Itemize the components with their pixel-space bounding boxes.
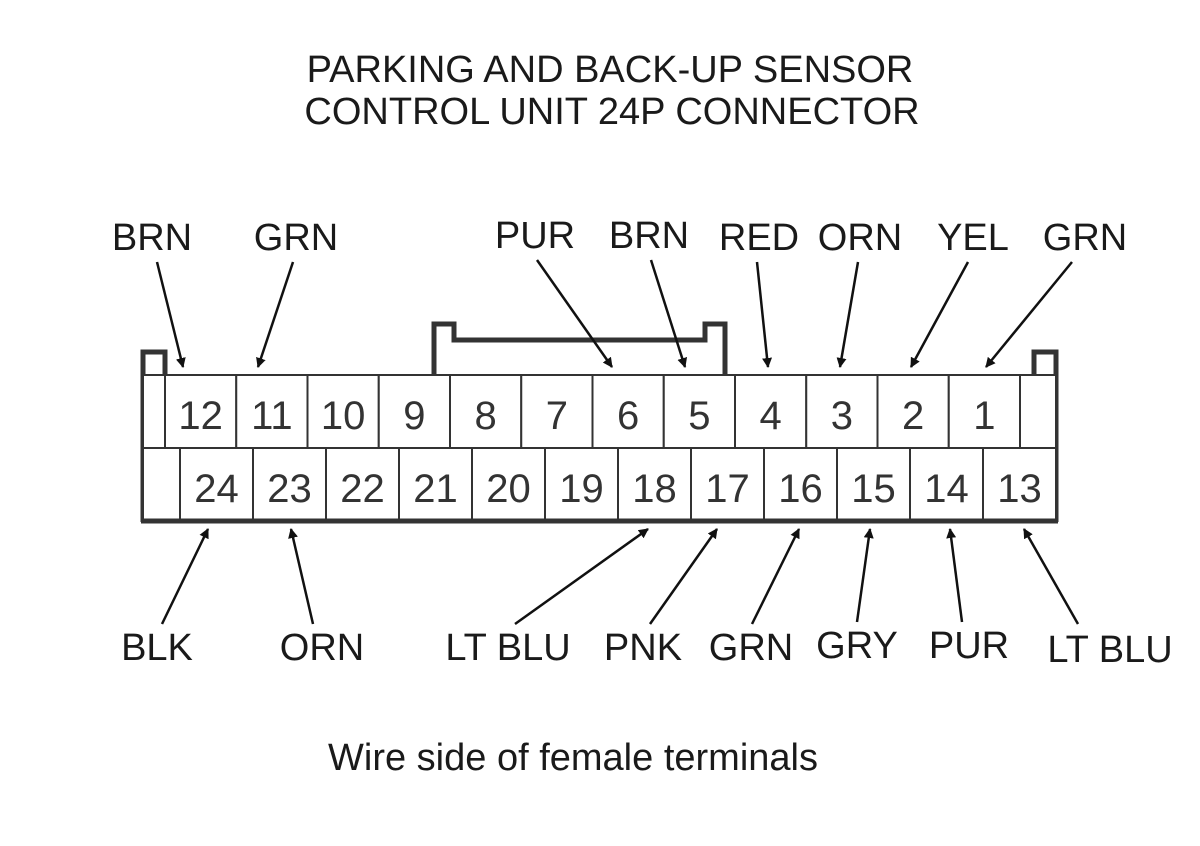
pin-number-4: 4: [760, 394, 782, 438]
pin-number-9: 9: [403, 394, 425, 438]
arrow-pin11: [256, 261, 295, 368]
pin-cell-22: [325, 447, 400, 522]
wire-label-pin18: LT BLU: [445, 627, 570, 669]
pin-cell-blank: [142, 447, 181, 522]
wire-label-pin12: BRN: [112, 217, 192, 259]
arrow-pin5: [649, 259, 688, 368]
top-wire-callouts: BRN GRN PUR BRN RED ORN YEL GRN: [112, 215, 1127, 368]
wire-label-pin24: BLK: [121, 627, 193, 669]
wire-label-pin5: BRN: [609, 215, 689, 257]
pin-number-12: 12: [178, 394, 223, 438]
arrow-pin16: [750, 528, 801, 625]
pin-number-5: 5: [688, 394, 710, 438]
arrow-pin4: [755, 261, 773, 368]
title-line-1: PARKING AND BACK-UP SENSOR: [307, 49, 914, 91]
pin-number-14: 14: [924, 467, 969, 511]
pin-number-24: 24: [194, 467, 239, 511]
wire-label-pin11: GRN: [254, 217, 338, 259]
wire-label-pin4: RED: [719, 217, 799, 259]
arrow-pin2: [909, 261, 970, 368]
pin-number-8: 8: [475, 394, 497, 438]
pin-cell-23: [252, 447, 327, 522]
arrow-pin14: [946, 528, 964, 623]
wire-label-pin3: ORN: [818, 217, 902, 259]
arrow-pin1: [985, 261, 1073, 368]
arrow-pin3: [836, 261, 860, 368]
pin-number-18: 18: [632, 467, 677, 511]
wire-label-pin16: GRN: [709, 627, 793, 669]
pin-number-13: 13: [997, 467, 1042, 511]
pin-number-15: 15: [851, 467, 896, 511]
pin-cell-20: [471, 447, 546, 522]
pin-number-7: 7: [546, 394, 568, 438]
pin-number-1: 1: [973, 394, 995, 438]
arrow-pin23: [288, 528, 315, 625]
bottom-wire-callouts: BLK ORN LT BLU PNK GRN GRY PUR LT BLU: [121, 527, 1173, 671]
pin-cell-blank: [1019, 374, 1057, 449]
pin-cell-15: [836, 447, 911, 522]
pin-number-19: 19: [559, 467, 604, 511]
wire-label-pin14: PUR: [929, 625, 1009, 667]
arrow-pin12: [155, 261, 186, 368]
pin-cell-13: [982, 447, 1057, 522]
wire-label-pin17: PNK: [604, 627, 682, 669]
pin-number-10: 10: [321, 394, 366, 438]
pin-cell-1: [947, 374, 1021, 449]
arrow-pin18: [514, 527, 649, 626]
pin-number-17: 17: [705, 467, 750, 511]
pin-cell-blank: [142, 374, 166, 449]
pin-number-16: 16: [778, 467, 823, 511]
arrow-pin6: [535, 259, 614, 368]
pin-cell-16: [763, 447, 838, 522]
pin-number-2: 2: [902, 394, 924, 438]
wire-label-pin6: PUR: [495, 215, 575, 257]
wire-label-pin13: LT BLU: [1047, 629, 1172, 671]
pin-cell-10: [306, 374, 380, 449]
wire-label-pin23: ORN: [280, 627, 364, 669]
wire-label-pin15: GRY: [816, 625, 898, 667]
pin-cell-2: [876, 374, 950, 449]
pin-number-21: 21: [413, 467, 458, 511]
pin-cell-6: [591, 374, 665, 449]
pin-cell-7: [520, 374, 594, 449]
connector-latch: [431, 321, 728, 375]
pin-number-6: 6: [617, 394, 639, 438]
pin-number-22: 22: [340, 467, 385, 511]
title-line-2: CONTROL UNIT 24P CONNECTOR: [304, 91, 919, 133]
pin-number-11: 11: [251, 394, 293, 438]
arrow-pin24: [160, 528, 210, 625]
wire-label-pin1: GRN: [1043, 217, 1127, 259]
pin-number-3: 3: [831, 394, 853, 438]
wire-label-pin2: YEL: [937, 217, 1009, 259]
caption: Wire side of female terminals: [328, 737, 818, 779]
pin-number-20: 20: [486, 467, 531, 511]
arrow-pin15: [855, 528, 874, 623]
arrow-pin17: [648, 528, 719, 625]
pin-cell-9: [377, 374, 451, 449]
pin-number-23: 23: [267, 467, 312, 511]
pin-cell-14: [909, 447, 984, 522]
pin-cell-17: [690, 447, 765, 522]
arrow-pin13: [1022, 528, 1080, 625]
